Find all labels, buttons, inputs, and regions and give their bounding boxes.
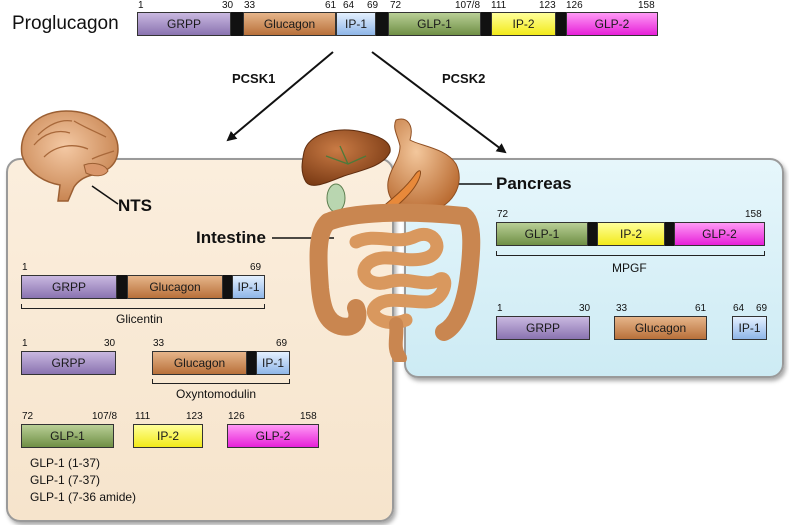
nts-label: NTS <box>118 196 152 215</box>
mpgf-bracket <box>496 251 765 256</box>
position-label: 107/8 <box>455 0 481 11</box>
position-label: 111 <box>135 411 151 422</box>
position-label: 72 <box>22 411 34 422</box>
position-label: 107/8 <box>92 411 118 422</box>
nts-pointer-line <box>91 185 119 205</box>
position-label: 64 <box>343 0 355 11</box>
spacer-block <box>117 275 127 299</box>
position-label: 33 <box>616 303 628 314</box>
position-label: 72 <box>497 209 509 220</box>
spacer-block <box>247 351 256 375</box>
segment-ip2: IP-2 <box>133 424 203 448</box>
oxyntomodulin-label: Oxyntomodulin <box>176 387 257 401</box>
position-label: 61 <box>325 0 337 11</box>
segment-grpp: GRPP <box>496 316 590 340</box>
spacer-block <box>665 222 674 246</box>
position-label: 1 <box>22 262 28 273</box>
position-label: 158 <box>300 411 317 422</box>
page-title: Proglucagon <box>12 13 119 34</box>
segment-ip1: IP-1 <box>232 275 265 299</box>
glp1-form: GLP-1 (7-36 amide) <box>30 490 137 504</box>
position-label: 33 <box>244 0 256 11</box>
spacer-block <box>588 222 597 246</box>
glp1-form: GLP-1 (1-37) <box>30 456 101 470</box>
spacer-block <box>481 12 491 36</box>
segment-glp1: GLP-1 <box>388 12 481 36</box>
position-label: 1 <box>138 0 144 11</box>
position-label: 126 <box>228 411 245 422</box>
segment-ip1: IP-1 <box>732 316 767 340</box>
segment-ip2: IP-2 <box>491 12 556 36</box>
mpgf-label: MPGF <box>612 261 647 275</box>
spacer-block <box>376 12 388 36</box>
position-label: 30 <box>222 0 234 11</box>
organs-icon <box>301 118 481 362</box>
segment-glp2: GLP-2 <box>566 12 658 36</box>
glicentin-label: Glicentin <box>116 312 163 326</box>
segment-ip1: IP-1 <box>256 351 290 375</box>
position-label: 64 <box>733 303 745 314</box>
pcsk1-arrow <box>226 51 334 142</box>
spacer-block <box>223 275 232 299</box>
segment-glp1: GLP-1 <box>21 424 114 448</box>
pancreas-label: Pancreas <box>496 174 572 193</box>
position-label: 72 <box>390 0 402 11</box>
intestine-label: Intestine <box>196 228 266 247</box>
segment-grpp: GRPP <box>137 12 231 36</box>
glicentin-bracket <box>21 304 265 309</box>
position-label: 30 <box>104 338 116 349</box>
position-label: 69 <box>367 0 379 11</box>
segment-grpp: GRPP <box>21 275 117 299</box>
position-label: 30 <box>579 303 591 314</box>
position-label: 69 <box>276 338 288 349</box>
position-label: 111 <box>491 0 507 11</box>
position-label: 123 <box>539 0 556 11</box>
position-label: 158 <box>638 0 655 11</box>
pcsk2-arrow <box>371 51 507 154</box>
position-label: 126 <box>566 0 583 11</box>
segment-glucagon: Glucagon <box>152 351 247 375</box>
position-label: 123 <box>186 411 203 422</box>
brain-icon <box>20 110 119 202</box>
position-label: 1 <box>497 303 503 314</box>
segment-glucagon: Glucagon <box>127 275 223 299</box>
glp1-form: GLP-1 (7-37) <box>30 473 101 487</box>
segment-ip1: IP-1 <box>336 12 376 36</box>
spacer-block <box>556 12 566 36</box>
position-label: 158 <box>745 209 762 220</box>
position-label: 1 <box>22 338 28 349</box>
segment-glp1: GLP-1 <box>496 222 588 246</box>
pcsk2-label: PCSK2 <box>442 71 486 86</box>
segment-glp2: GLP-2 <box>227 424 319 448</box>
segment-glucagon: Glucagon <box>243 12 336 36</box>
position-label: 69 <box>756 303 768 314</box>
segment-grpp: GRPP <box>21 351 116 375</box>
spacer-block <box>231 12 243 36</box>
oxyntomodulin-bracket <box>152 379 290 384</box>
position-label: 61 <box>695 303 707 314</box>
segment-glp2: GLP-2 <box>674 222 765 246</box>
position-label: 69 <box>250 262 262 273</box>
position-label: 33 <box>153 338 165 349</box>
segment-glucagon: Glucagon <box>614 316 707 340</box>
segment-ip2: IP-2 <box>597 222 665 246</box>
pcsk1-label: PCSK1 <box>232 71 276 86</box>
